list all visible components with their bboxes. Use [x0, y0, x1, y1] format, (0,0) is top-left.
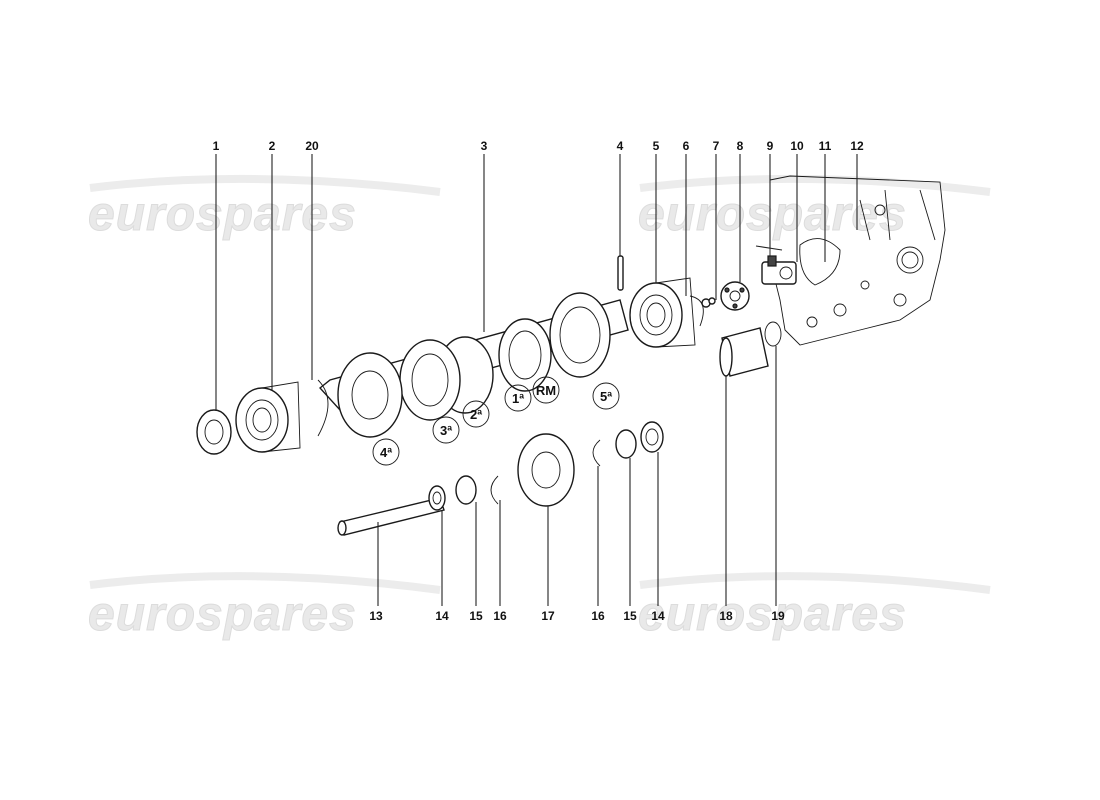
gear-label-2nd: 2ª [470, 407, 482, 422]
callout-2: 2 [269, 139, 276, 153]
callout-20: 20 [305, 139, 319, 153]
watermark-bottom-left: eurospares [88, 588, 357, 641]
callout-labels: 1 2 20 3 4 5 6 7 8 9 10 11 12 13 14 15 1… [213, 139, 864, 623]
callout-15-left: 15 [469, 609, 483, 623]
leader-lines [215, 154, 858, 606]
gear-ratio-labels: 4ª 3ª 2ª 1ª RM 5ª [372, 376, 620, 466]
gear-label-1st: 1ª [512, 391, 524, 406]
circlip-20 [317, 379, 329, 437]
gear-label-4th: 4ª [380, 445, 392, 460]
bearing-5 [629, 277, 696, 348]
callout-7: 7 [713, 139, 720, 153]
callout-6: 6 [683, 139, 690, 153]
pin-4 [617, 255, 624, 291]
callout-14-right: 14 [651, 609, 665, 623]
callout-5: 5 [653, 139, 660, 153]
callout-3: 3 [481, 139, 488, 153]
pump-body [720, 281, 750, 311]
callout-1: 1 [213, 139, 220, 153]
callout-19: 19 [771, 609, 785, 623]
callout-13: 13 [369, 609, 383, 623]
callout-18: 18 [719, 609, 733, 623]
callout-9: 9 [767, 139, 774, 153]
watermark-bottom-right: eurospares [638, 588, 907, 641]
oil-pump [755, 245, 797, 285]
nut-1 [196, 409, 232, 455]
callout-4: 4 [617, 139, 624, 153]
callout-8: 8 [737, 139, 744, 153]
gear-label-3rd: 3ª [440, 423, 452, 438]
watermark-top-left: eurospares [88, 188, 357, 241]
main-shaft [318, 292, 629, 438]
callout-15-right: 15 [623, 609, 637, 623]
bearing-2 [235, 381, 301, 453]
callout-16-left: 16 [493, 609, 507, 623]
callout-11: 11 [819, 139, 832, 153]
gearbox-housing [769, 175, 946, 346]
small-washers [689, 295, 716, 327]
callout-17: 17 [541, 609, 555, 623]
callout-16-right: 16 [591, 609, 605, 623]
idler-assembly [337, 421, 664, 536]
callout-12: 12 [850, 139, 864, 153]
watermark-group: eurospares eurospares eurospares eurospa… [88, 174, 991, 642]
gear-label-reverse: RM [536, 383, 556, 398]
callout-10: 10 [790, 139, 804, 153]
watermark-top-right: eurospares [638, 188, 907, 241]
callout-14-left: 14 [435, 609, 449, 623]
oil-filter [719, 321, 782, 377]
gear-label-5th: 5ª [600, 389, 612, 404]
